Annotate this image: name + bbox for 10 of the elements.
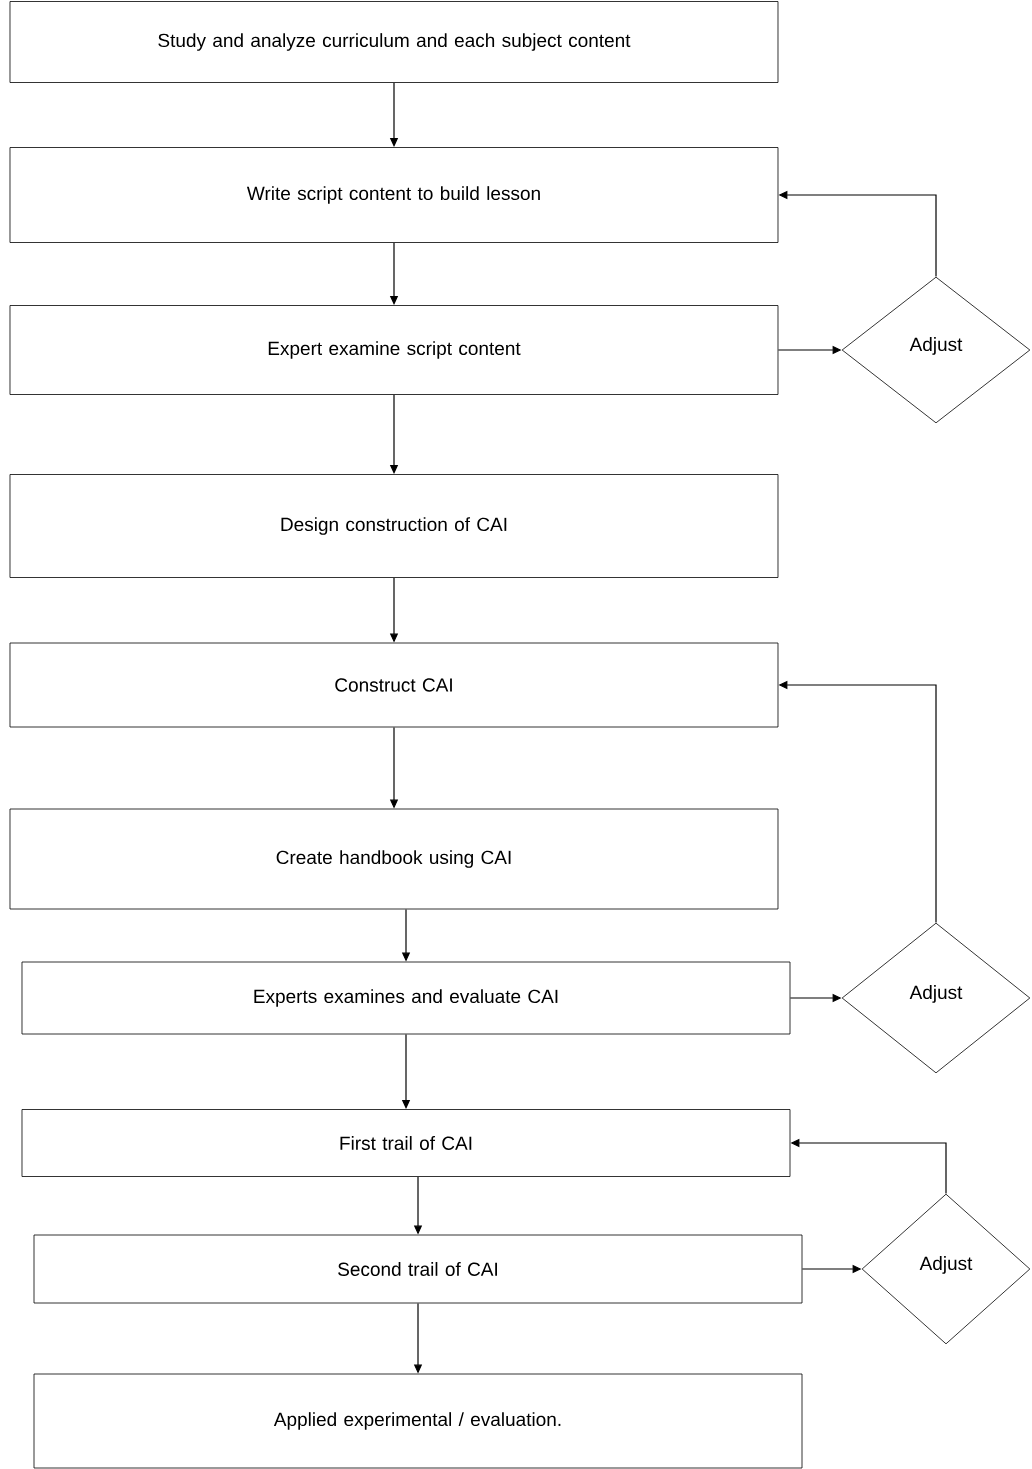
process-box: Applied experimental / evaluation.	[33, 1373, 803, 1469]
process-box: Experts examines and evaluate CAI	[21, 961, 791, 1035]
process-box: Construct CAI	[9, 642, 779, 728]
process-box: Design construction of CAI	[9, 474, 779, 578]
process-box: Study and analyze curriculum and each subject content	[9, 1, 779, 83]
process-box: Expert examine script content	[9, 305, 779, 395]
process-box: Write script content to build lesson	[9, 147, 779, 243]
process-box: First trail of CAI	[21, 1109, 791, 1177]
process-box: Create handbook using CAI	[9, 808, 779, 910]
process-box: Second trail of CAI	[33, 1234, 803, 1304]
